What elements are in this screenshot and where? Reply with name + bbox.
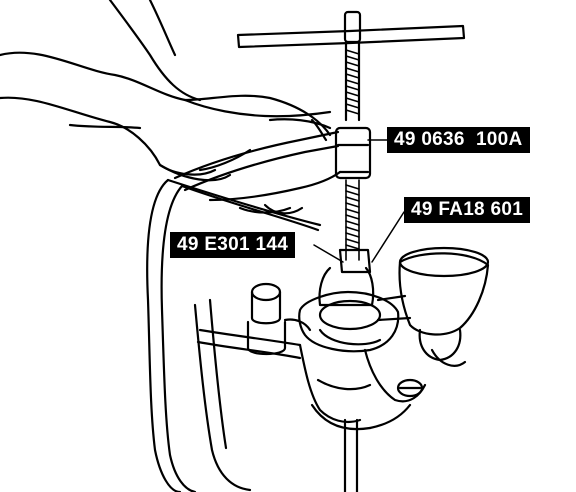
t-handle: [236, 10, 466, 122]
part-number-label-attachment: 49 E301 144: [170, 232, 296, 258]
lower-assembly: [298, 343, 427, 492]
housing-outline: [146, 178, 322, 492]
leader-lines: [313, 139, 405, 263]
part-number-label-press-tool: 49 0636 100A: [387, 127, 530, 153]
adapter-body: [298, 248, 400, 353]
press-arm: [173, 126, 372, 215]
hand-drawing: [0, 0, 332, 182]
cup-component: [376, 246, 490, 367]
threaded-spindle: [345, 49, 360, 261]
left-stud: [196, 282, 312, 360]
part-number-label-adapter: 49 FA18 601: [404, 197, 531, 223]
